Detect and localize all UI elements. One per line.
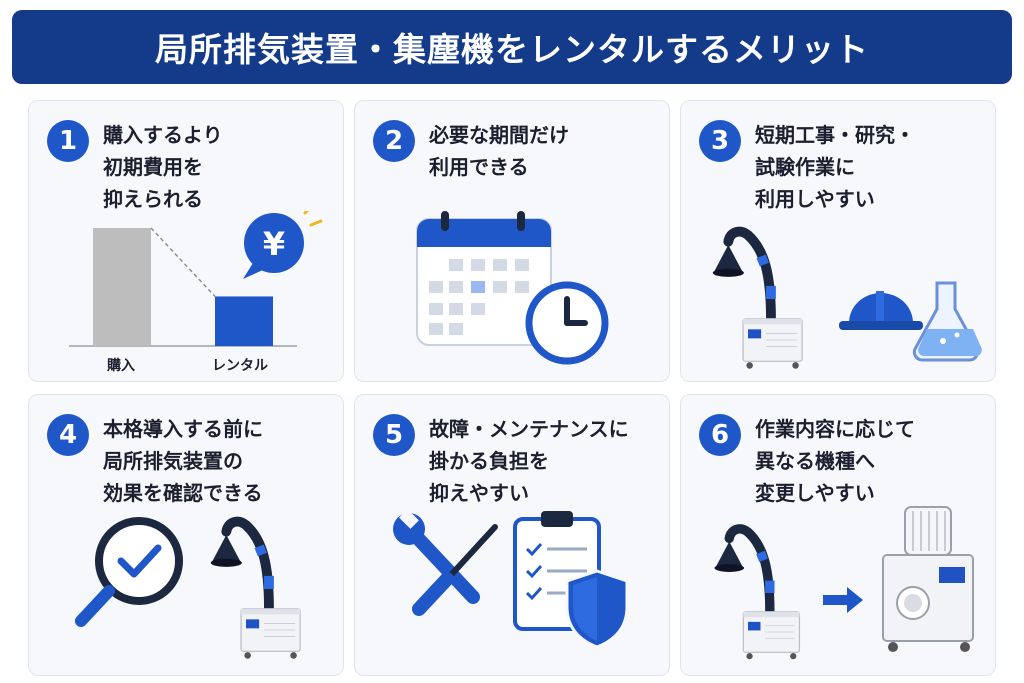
shield-icon	[565, 569, 629, 649]
card-title: 短期工事・研究・ 試験作業に 利用しやすい	[755, 123, 915, 211]
caption-purchase: 購入	[107, 358, 135, 374]
merit-card-2: 2 必要な期間だけ 利用できる	[354, 100, 670, 382]
card-number-badge: 6	[699, 414, 741, 456]
flask-icon	[912, 281, 982, 362]
fume-extractor-icon	[713, 232, 802, 369]
merit-card-6: 6 作業内容に応じて 異なる機種へ 変更しやすい	[680, 394, 996, 676]
merit-card-4: 4 本格導入する前に 局所排気装置の 効果を確認できる	[28, 394, 344, 676]
dust-collector-icon	[882, 506, 974, 652]
merit-card-3: 3 短期工事・研究・ 試験作業に 利用しやすい	[680, 100, 996, 382]
wrench-screwdriver-icon	[393, 509, 498, 616]
hard-hat-icon	[839, 291, 923, 330]
card-number-badge: 3	[699, 120, 741, 162]
calendar-icon	[416, 211, 552, 346]
card-title: 故障・メンテナンスに 掛かる負担を 抑えやすい	[429, 417, 629, 505]
yen-bubble-icon: ¥	[243, 211, 323, 279]
yen-symbol: ¥	[263, 225, 285, 263]
fume-extractor-icon	[714, 529, 799, 659]
card-number-badge: 2	[373, 120, 415, 162]
arrow-right-icon	[823, 587, 863, 613]
card-number-badge: 5	[373, 414, 415, 456]
merit-card-5: 5 故障・メンテナンスに 掛かる負担を 抑えやすい	[354, 394, 670, 676]
card-title: 必要な期間だけ 利用できる	[429, 123, 569, 179]
magnifier-check-icon	[75, 517, 183, 627]
caption-rental: レンタル	[212, 358, 268, 374]
merit-card-1: 1 購入するより 初期費用を 抑えられる ¥ 購入 レンタル	[28, 100, 344, 382]
card-number-badge: 4	[47, 414, 89, 456]
chart-dash-connector	[150, 227, 216, 297]
card-title: 本格導入する前に 局所排気装置の 効果を確認できる	[103, 417, 263, 505]
card-number-badge: 1	[47, 120, 89, 162]
cost-comparison-chart: ¥	[69, 211, 323, 347]
clock-icon	[525, 281, 609, 365]
fume-extractor-icon	[211, 522, 300, 659]
page-title: 局所排気装置・集塵機をレンタルするメリット	[12, 10, 1012, 84]
bar-rental	[215, 296, 273, 346]
bar-purchase	[93, 228, 151, 346]
card-title: 作業内容に応じて 異なる機種へ 変更しやすい	[755, 417, 915, 505]
card-title: 購入するより 初期費用を 抑えられる	[103, 123, 223, 211]
